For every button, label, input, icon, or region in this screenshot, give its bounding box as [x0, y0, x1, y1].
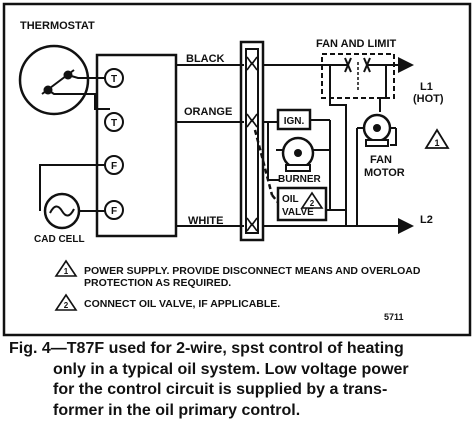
- svg-text:F: F: [111, 206, 117, 217]
- caption-line-2: only in a typical oil system. Low voltag…: [53, 360, 409, 378]
- fan-and-limit-control: [321, 53, 395, 99]
- note-2-line1: CONNECT OIL VALVE, IF APPLICABLE.: [84, 298, 280, 310]
- fan-and-limit-label: FAN AND LIMIT: [316, 38, 397, 50]
- fan-motor-label-line1: FAN: [370, 154, 392, 166]
- l2-label: L2: [420, 214, 433, 226]
- caption-line-1: Fig. 4—T87F used for 2-wire, spst contro…: [9, 340, 404, 357]
- svg-text:2: 2: [64, 301, 69, 310]
- note-2: 2 CONNECT OIL VALVE, IF APPLICABLE.: [54, 293, 280, 311]
- note-1-line1: POWER SUPPLY. PROVIDE DISCONNECT MEANS A…: [84, 265, 421, 277]
- terminal-t1: T: [104, 68, 124, 88]
- control-terminal-block: [95, 53, 178, 238]
- oil-valve-note-symbol: 2: [300, 191, 324, 209]
- cad-cell-symbol: [43, 192, 81, 230]
- fan-motor-symbol: [357, 113, 396, 147]
- cad-cell-label: CAD CELL: [34, 234, 85, 245]
- terminal-f1: F: [104, 155, 124, 175]
- svg-text:T: T: [111, 74, 117, 85]
- oil-valve-label-line1: OIL: [282, 194, 299, 205]
- terminal-f2: F: [104, 200, 124, 220]
- note-1: 1 POWER SUPPLY. PROVIDE DISCONNECT MEANS…: [54, 259, 421, 289]
- fan-motor-label-line2: MOTOR: [364, 167, 405, 179]
- figure-code: 5711: [384, 312, 404, 322]
- figure-caption: Fig. 4—T87F used for 2-wire, spst contro…: [9, 339, 467, 421]
- wire-orange-label: ORANGE: [184, 106, 232, 118]
- burner-motor-symbol: [276, 136, 324, 172]
- oil-valve-label-line2: VALVE: [282, 207, 314, 218]
- wire-white-label: WHITE: [188, 215, 223, 227]
- ignition-label: IGN.: [284, 116, 305, 127]
- thermostat-symbol: [18, 44, 90, 116]
- diagram-frame: [2, 2, 472, 337]
- burner-label: BURNER: [278, 174, 322, 185]
- wire-black-label: BLACK: [186, 53, 225, 65]
- oil-primary-terminal-strip: [239, 40, 265, 242]
- svg-text:2: 2: [310, 199, 315, 208]
- svg-text:1: 1: [64, 267, 69, 276]
- terminal-t2: T: [104, 112, 124, 132]
- caption-line-3: for the control circuit is supplied by a…: [53, 381, 388, 398]
- l1-label: L1: [420, 81, 433, 93]
- note-1-line2: PROTECTION AS REQUIRED.: [84, 277, 231, 289]
- caption-line-4: former in the oil primary control.: [53, 401, 301, 419]
- hot-label: (HOT): [413, 93, 444, 105]
- svg-text:1: 1: [434, 138, 439, 148]
- thermostat-label: THERMOSTAT: [20, 20, 95, 32]
- svg-text:T: T: [111, 118, 117, 129]
- svg-text:F: F: [111, 161, 117, 172]
- power-supply-note-symbol: 1: [424, 128, 450, 149]
